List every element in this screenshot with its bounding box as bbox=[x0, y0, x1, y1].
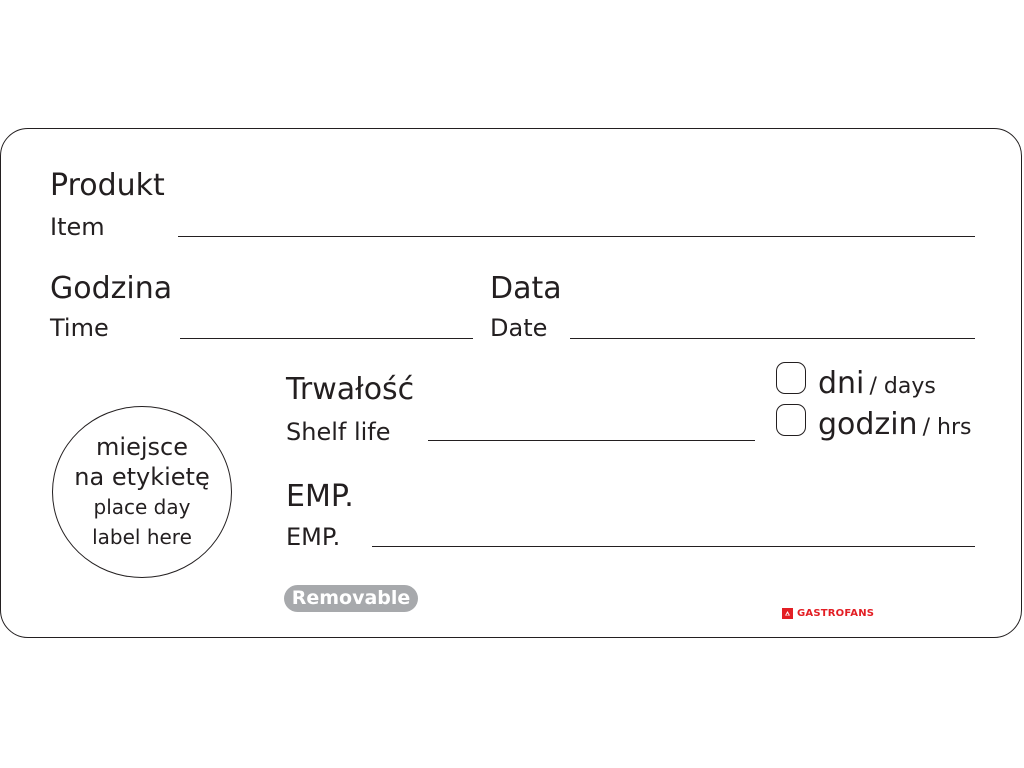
shelf-life-label-pl: Trwałość bbox=[286, 372, 415, 407]
brand-name: GASTROFANS bbox=[797, 608, 875, 619]
date-write-line[interactable] bbox=[570, 338, 975, 339]
days-option-label: dni / days bbox=[818, 369, 936, 399]
hours-option-en: / hrs bbox=[922, 415, 972, 440]
circle-line-1: miejsce bbox=[96, 433, 188, 461]
shelf-life-write-line[interactable] bbox=[428, 440, 755, 441]
date-label-pl: Data bbox=[490, 271, 562, 306]
circle-line-2: na etykietę bbox=[74, 463, 210, 491]
time-write-line[interactable] bbox=[180, 338, 473, 339]
product-label-en: Item bbox=[50, 213, 105, 241]
day-label-placeholder-circle: miejsce na etykietę place day label here bbox=[52, 406, 232, 578]
emp-label-en: EMP. bbox=[286, 523, 341, 551]
product-label-pl: Produkt bbox=[50, 168, 165, 203]
shelf-life-label-en: Shelf life bbox=[286, 418, 391, 446]
product-write-line[interactable] bbox=[178, 236, 975, 237]
removable-badge: Removable bbox=[284, 585, 418, 612]
time-label-pl: Godzina bbox=[50, 271, 173, 306]
hours-option-pl: godzin bbox=[818, 407, 918, 442]
time-label-en: Time bbox=[50, 314, 109, 342]
days-option-pl: dni bbox=[818, 366, 865, 401]
circle-line-3: place day bbox=[93, 495, 191, 519]
days-checkbox[interactable] bbox=[776, 362, 806, 394]
hours-option-label: godzin / hrs bbox=[818, 410, 972, 440]
hours-checkbox[interactable] bbox=[776, 404, 806, 436]
date-label-en: Date bbox=[490, 314, 548, 342]
emp-write-line[interactable] bbox=[372, 546, 975, 547]
brand-logo: GASTROFANS bbox=[782, 608, 874, 619]
gastrofans-logo-icon bbox=[782, 608, 793, 619]
days-option-en: / days bbox=[869, 374, 936, 399]
emp-label-pl: EMP. bbox=[286, 479, 354, 514]
circle-line-4: label here bbox=[92, 525, 192, 549]
